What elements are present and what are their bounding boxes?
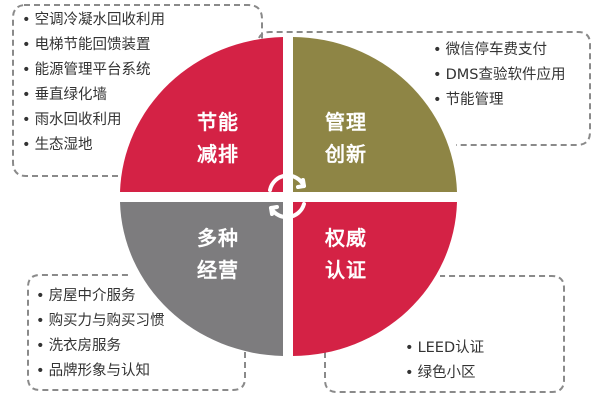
list-item: 房屋中介服务 [36, 284, 165, 309]
quadrant-management [293, 37, 457, 192]
label-line: 权威 [325, 226, 367, 250]
label-line: 多种 [197, 226, 239, 250]
label-line: 减排 [197, 142, 239, 166]
cycle-arrows-icon [268, 173, 306, 220]
list-energy-measures: 空调冷凝水回收利用 电梯节能回馈装置 能源管理平台系统 垂直绿化墙 雨水回收利用… [22, 8, 166, 158]
list-item: 品牌形象与认知 [36, 359, 165, 384]
list-item: 电梯节能回馈装置 [22, 33, 165, 58]
label-line: 管理 [325, 110, 367, 134]
label-line: 经营 [197, 258, 239, 282]
list-item: LEED认证 [405, 336, 485, 361]
list-item: 节能管理 [433, 88, 565, 113]
label-line: 认证 [325, 258, 367, 282]
list-item: 洗衣房服务 [36, 334, 165, 359]
callout-box-top-left-frame [12, 4, 118, 177]
list-item: 生态湿地 [22, 133, 165, 158]
quadrant-label-certification: 权威 认证 [306, 222, 386, 286]
quadrant-label-management: 管理 创新 [306, 106, 386, 170]
quadrant-label-energy: 节能 减排 [178, 106, 258, 170]
list-item: 雨水回收利用 [22, 108, 165, 133]
list-item: 绿色小区 [405, 361, 484, 386]
list-item: 空调冷凝水回收利用 [22, 8, 166, 33]
list-item: 微信停车费支付 [433, 38, 565, 63]
list-item: 能源管理平台系统 [22, 58, 165, 83]
callout-box-top-left [24, 4, 263, 40]
list-certification-measures: LEED认证 绿色小区 [405, 336, 485, 386]
callout-box-bottom-right [324, 275, 565, 393]
callout-box-top-right [257, 31, 591, 146]
list-item: 垂直绿化墙 [22, 83, 165, 108]
label-line: 创新 [325, 142, 367, 166]
list-management-measures: 微信停车费支付 DMS查验软件应用 节能管理 [433, 38, 566, 113]
callout-box-bottom-left [27, 274, 246, 391]
list-item: DMS查验软件应用 [433, 63, 566, 88]
quadrant-certification [293, 202, 457, 356]
quadrant-business [120, 202, 283, 356]
list-item: 购买力与购买习惯 [36, 309, 165, 334]
list-business-measures: 房屋中介服务 购买力与购买习惯 洗衣房服务 品牌形象与认知 [36, 284, 165, 384]
quadrant-label-business: 多种 经营 [178, 222, 258, 286]
label-line: 节能 [197, 110, 239, 134]
